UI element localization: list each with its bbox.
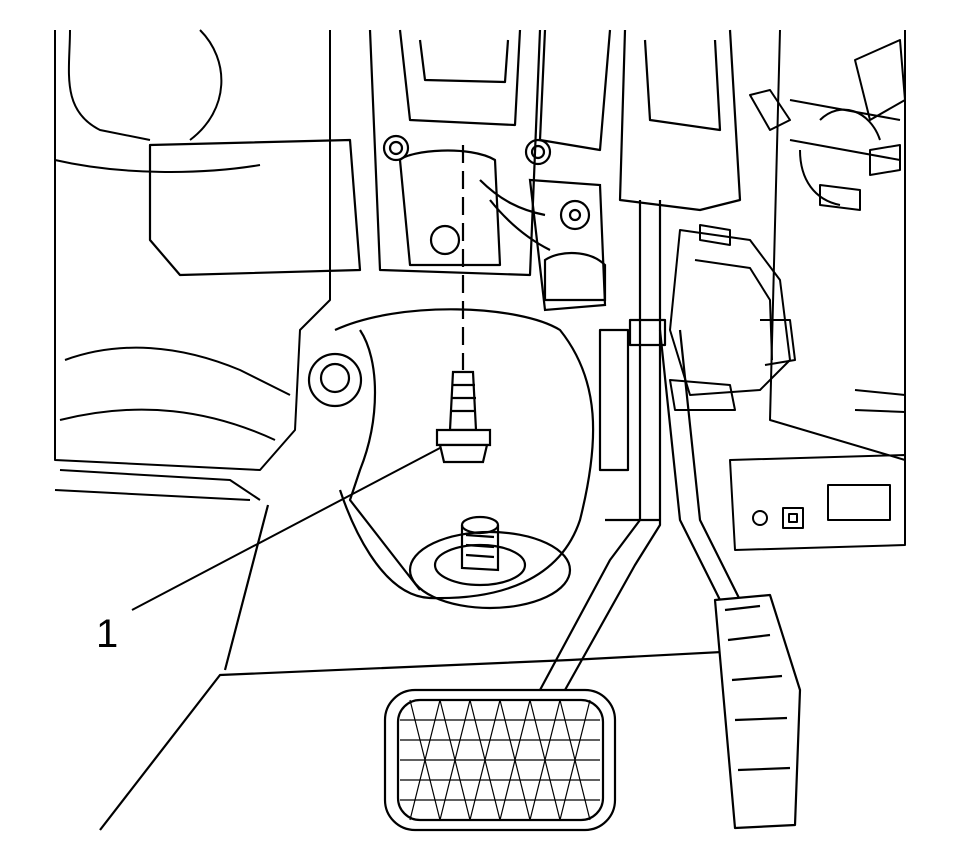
floor-stud [408, 515, 572, 610]
pedal-bolt [435, 145, 492, 464]
dash-nut [307, 352, 363, 408]
right-side-bracket [729, 29, 906, 551]
floor-panel [99, 308, 761, 831]
callout-number-1: 1 [96, 612, 118, 656]
callout-leader-1 [131, 447, 441, 611]
instrument-panel [54, 29, 331, 501]
steering-column-bracket [148, 29, 742, 277]
accelerator-pedal [658, 329, 802, 830]
pedal-sensor-module [669, 224, 796, 411]
brake-pedal [383, 200, 667, 832]
brake-pedal-pivot [528, 178, 607, 312]
brake-pad-tread [400, 699, 600, 821]
